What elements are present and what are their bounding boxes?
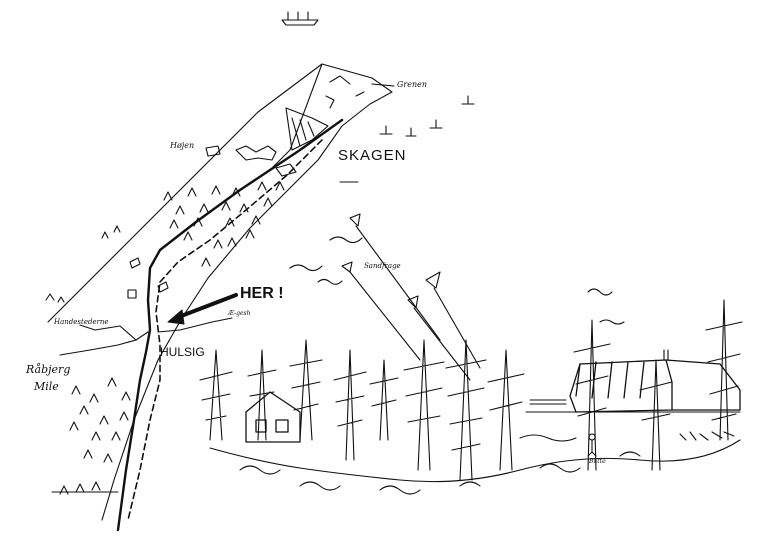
label-rabjerg: Råbjerg [26, 363, 71, 376]
label-hojen: Højen [170, 141, 195, 150]
boat-icon [405, 127, 417, 137]
road-west [59, 331, 149, 356]
wall-line [525, 399, 741, 413]
town-block [235, 145, 277, 161]
kite-icon [407, 295, 419, 309]
main-road [116, 118, 344, 532]
label-grenen: Grenen [397, 80, 427, 89]
heath-marks [59, 377, 131, 495]
town-block [275, 163, 297, 177]
kite-string [349, 271, 421, 361]
hut-icon [157, 281, 169, 293]
kite-string [355, 225, 441, 341]
boat-icon [429, 119, 443, 129]
kite-icon [349, 213, 361, 227]
label-her: HER ! [240, 285, 284, 302]
label-mile: Mile [34, 380, 59, 393]
road-south-west [79, 324, 137, 341]
railway [127, 139, 323, 521]
walker-icon [45, 293, 65, 303]
ship-icon [281, 11, 319, 26]
her-arrowhead [167, 309, 185, 325]
hut-icon [129, 257, 141, 269]
kite-string [413, 307, 471, 381]
peninsula-outline [47, 63, 393, 521]
label-handestederne: Handestederne [54, 318, 109, 326]
road-east [157, 317, 233, 333]
undergrowth [239, 434, 641, 495]
label-egesh: Æ-gesh [228, 310, 251, 317]
figure-icon [587, 433, 597, 457]
plantation-left [163, 185, 241, 241]
town-block [205, 145, 221, 157]
boat-icon [461, 95, 475, 105]
boat-icon [379, 125, 393, 135]
label-sandfrage: Sandfrage [364, 262, 401, 270]
coast-inner-line [269, 63, 323, 171]
ground-line [209, 439, 741, 483]
forest-trees [199, 299, 743, 481]
cabin [245, 391, 301, 443]
plantation-right [201, 181, 285, 267]
kite-string [433, 287, 481, 369]
label-skagen: SKAGEN [338, 147, 407, 164]
kite-tail [289, 236, 625, 325]
label-hulsig: HULSIG [160, 345, 205, 359]
chimney [663, 349, 669, 361]
kite-icon [425, 271, 441, 289]
walker-icon [101, 225, 121, 239]
grenen-marks [325, 75, 365, 109]
label-butte: Butte [589, 458, 606, 465]
town-hatch [291, 117, 315, 147]
grenen-pointer [371, 83, 395, 87]
ground-marks [679, 431, 735, 441]
barn [665, 359, 741, 411]
her-arrow [174, 293, 238, 320]
town-block [285, 107, 329, 151]
hut-icon [127, 289, 137, 299]
kite-icon [341, 261, 353, 273]
farmhouse [569, 359, 673, 413]
